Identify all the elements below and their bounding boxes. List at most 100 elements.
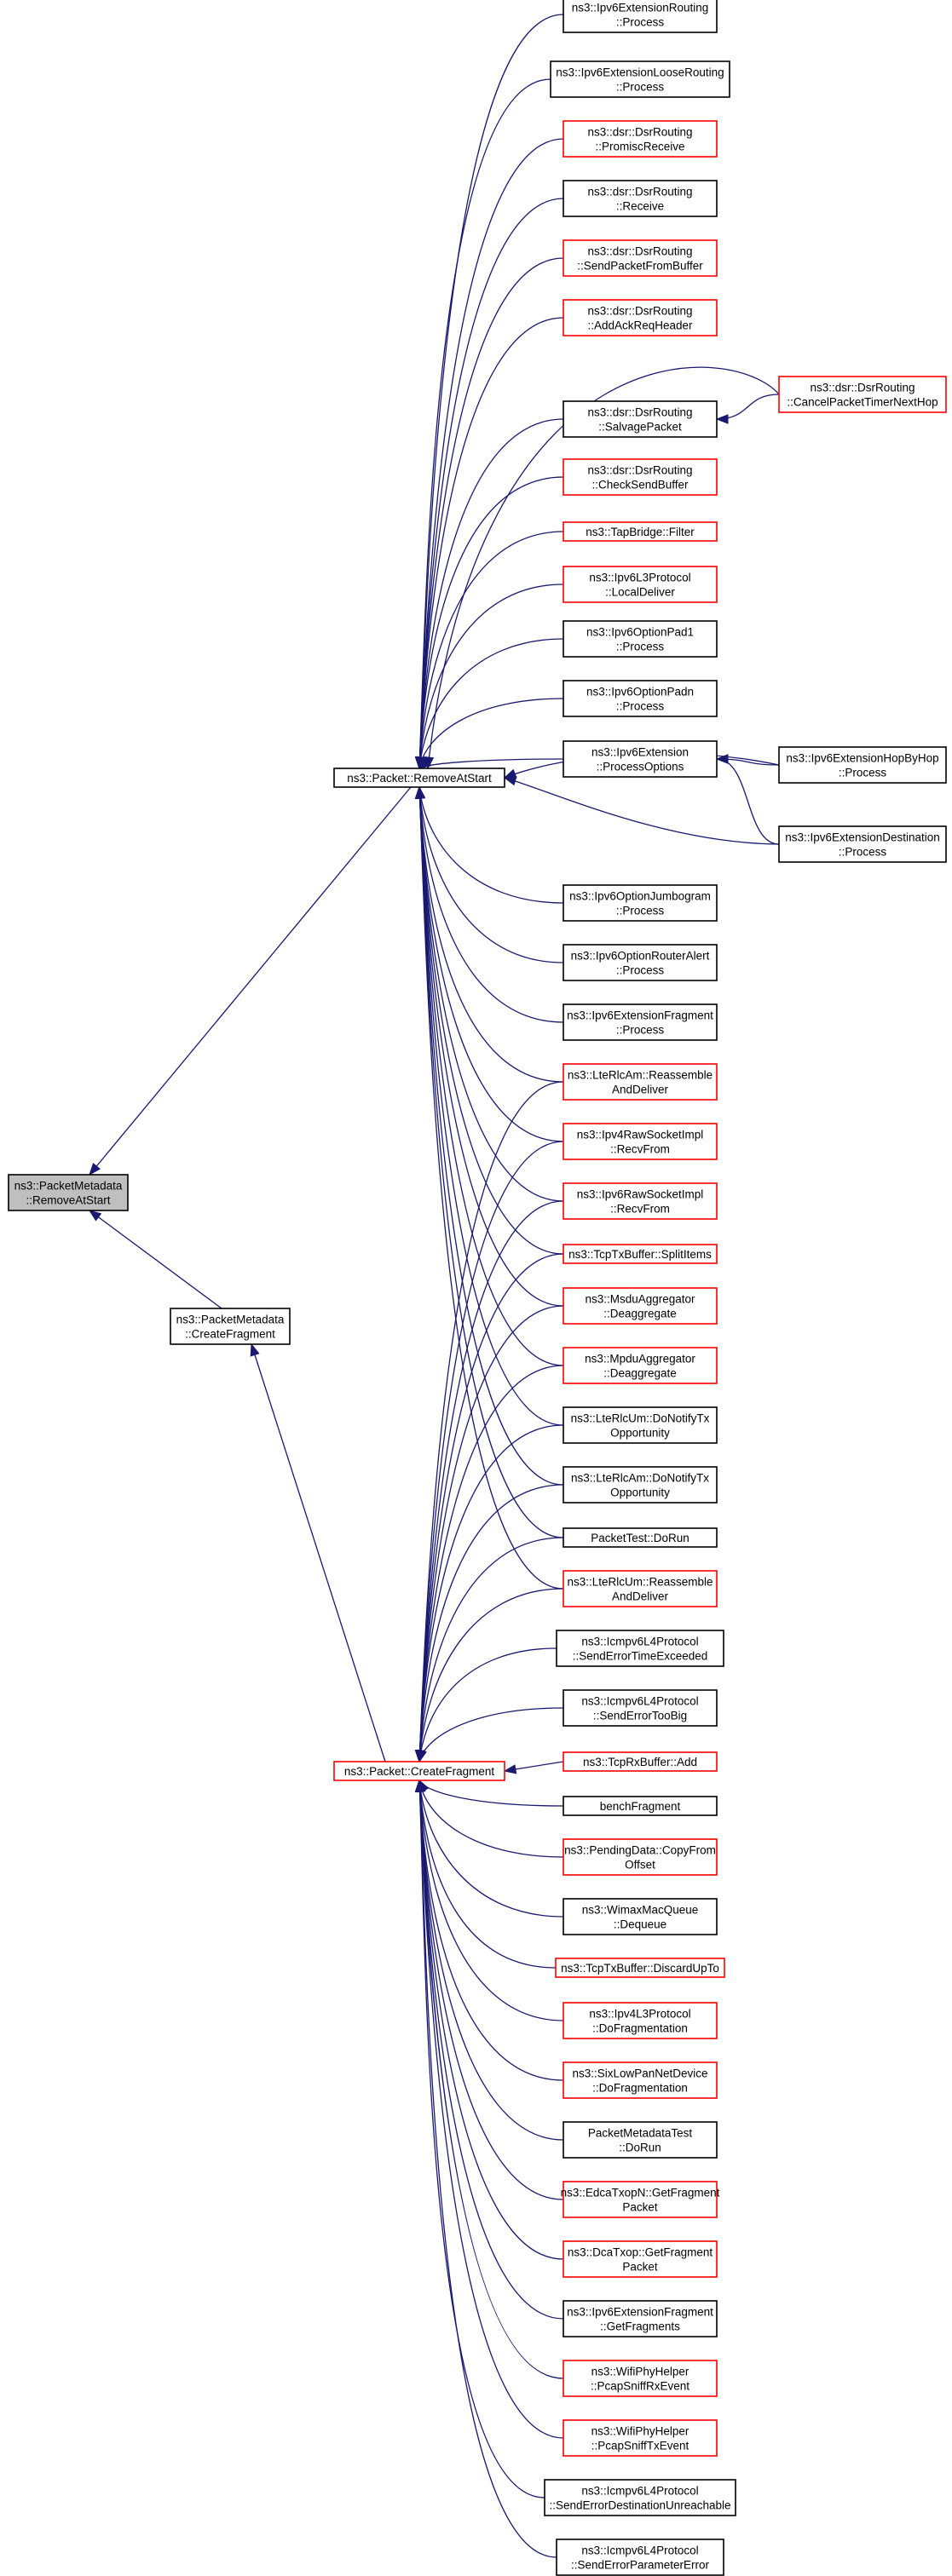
node-r12[interactable]: ns3::Ipv6Extension::ProcessOptions (563, 740, 718, 778)
node-c13[interactable]: ns3::WifiPhyHelper::PcapSniffRxEvent (563, 2360, 718, 2397)
node-r10[interactable]: ns3::Ipv6OptionPad1::Process (563, 620, 718, 658)
node-label: ns3::Icmpv6L4Protocol (581, 2544, 698, 2557)
node-label: ::LocalDeliver (605, 586, 675, 599)
edge-line (418, 1780, 564, 2141)
node-m5[interactable]: ns3::MpduAggregator::Deaggregate (563, 1347, 718, 1384)
node-label: ::Process (616, 700, 665, 713)
node-label: ns3::PendingData::CopyFrom (564, 1844, 716, 1857)
node-r7[interactable]: ns3::dsr::DsrRouting::CheckSendBuffer (563, 458, 718, 496)
node-f2[interactable]: ns3::Ipv6ExtensionDestination::Process (778, 825, 947, 863)
node-r1[interactable]: ns3::Ipv6ExtensionLooseRouting::Process (550, 60, 730, 98)
node-m3[interactable]: ns3::TcpTxBuffer::SplitItems (563, 1244, 718, 1264)
node-r5[interactable]: ns3::dsr::DsrRouting::AddAckReqHeader (563, 299, 718, 336)
node-label: ::ProcessOptions (597, 761, 684, 773)
node-c0[interactable]: ns3::Icmpv6L4Protocol::SendErrorTimeExce… (556, 1630, 724, 1667)
node-label: ::GetFragments (600, 2320, 680, 2333)
node-r15[interactable]: ns3::Ipv6ExtensionFragment::Process (563, 1003, 718, 1041)
edge-m7-to-p_ras (414, 785, 564, 1486)
edge-m9-to-p_cf (415, 1588, 564, 1763)
node-label: ::Process (616, 1024, 665, 1037)
node-m8[interactable]: PacketTest::DoRun (563, 1527, 718, 1548)
node-r13[interactable]: ns3::Ipv6OptionJumbogram::Process (563, 884, 718, 922)
edge-m2-to-p_cf (414, 1200, 564, 1763)
node-box (563, 1406, 718, 1444)
node-m2[interactable]: ns3::Ipv6RawSocketImpl::RecvFrom (563, 1182, 718, 1220)
node-label: ns3::LteRlcUm::Reassemble (567, 1576, 713, 1589)
edge-line (716, 758, 780, 845)
node-m1[interactable]: ns3::Ipv4RawSocketImpl::RecvFrom (563, 1123, 718, 1160)
arrow-head (715, 754, 729, 764)
node-label: ::Process (616, 905, 665, 917)
edge-line (418, 1253, 564, 1762)
edge-line (418, 786, 564, 904)
node-r8[interactable]: ns3::TapBridge::Filter (563, 521, 718, 542)
node-f1[interactable]: ns3::Ipv6ExtensionHopByHop::Process (778, 746, 947, 784)
edge-line (418, 1484, 564, 1762)
edge-m6-to-p_ras (414, 785, 564, 1426)
node-r9[interactable]: ns3::Ipv6L3Protocol::LocalDeliver (563, 566, 718, 603)
node-pm_cf[interactable]: ns3::PacketMetadata::CreateFragment (170, 1308, 291, 1345)
node-box (563, 1689, 718, 1727)
edge-line (418, 1305, 564, 1762)
node-box (563, 120, 718, 158)
node-label: ns3::Ipv6ExtensionFragment (567, 1009, 713, 1022)
node-box (563, 1063, 718, 1101)
edge-line (418, 317, 564, 769)
edge-c14-to-p_cf (414, 1779, 564, 2439)
edge-line (251, 1343, 386, 1762)
node-r3[interactable]: ns3::dsr::DsrRouting::Receive (563, 180, 718, 217)
node-c1[interactable]: ns3::Icmpv6L4Protocol::SendErrorTooBig (563, 1689, 718, 1727)
node-label: benchFragment (600, 1800, 681, 1813)
node-label: ns3::Ipv6Extension (591, 746, 689, 759)
edge-line (418, 1780, 564, 1807)
node-label: ::Process (839, 767, 887, 779)
node-box (563, 521, 718, 542)
node-box (563, 1287, 718, 1325)
node-p_cf[interactable]: ns3::Packet::CreateFragment (333, 1761, 505, 1781)
node-p_ras[interactable]: ns3::Packet::RemoveAtStart (333, 768, 505, 788)
node-c7[interactable]: ns3::Ipv4L3Protocol::DoFragmentation (563, 2002, 718, 2039)
node-r2[interactable]: ns3::dsr::DsrRouting::PromiscReceive (563, 120, 718, 158)
node-c2[interactable]: ns3::TcpRxBuffer::Add (563, 1751, 718, 1772)
node-label: ::Process (616, 81, 665, 94)
edge-line (418, 1780, 557, 2558)
node-box (544, 2479, 736, 2516)
node-r0[interactable]: ns3::Ipv6ExtensionRouting::Process (563, 0, 718, 33)
node-r4[interactable]: ns3::dsr::DsrRouting::SendPacketFromBuff… (563, 239, 718, 277)
node-label: ns3::LteRlcUm::DoNotifyTx (571, 1412, 710, 1425)
edge-line (418, 786, 564, 1083)
arrow-head (88, 1210, 102, 1222)
node-box (563, 2240, 718, 2278)
node-c9[interactable]: PacketMetadataTest::DoRun (563, 2121, 718, 2159)
node-c12[interactable]: ns3::Ipv6ExtensionFragment::GetFragments (563, 2300, 718, 2337)
node-box (563, 740, 718, 778)
edge-m3-to-p_cf (414, 1253, 564, 1763)
node-r14[interactable]: ns3::Ipv6OptionRouterAlert::Process (563, 944, 718, 981)
node-m4[interactable]: ns3::MsduAggregator::Deaggregate (563, 1287, 718, 1325)
node-r6[interactable]: ns3::dsr::DsrRouting::SalvagePacket (563, 400, 718, 438)
node-box (550, 60, 730, 98)
edge-c2-to-p_cf (503, 1761, 564, 1774)
node-c15[interactable]: ns3::Icmpv6L4Protocol::SendErrorDestinat… (544, 2479, 736, 2516)
node-r11[interactable]: ns3::Ipv6OptionPadn::Process (563, 680, 718, 717)
node-c3[interactable]: benchFragment (563, 1796, 718, 1816)
node-c8[interactable]: ns3::SixLowPanNetDevice::DoFragmentation (563, 2061, 718, 2099)
node-c16[interactable]: ns3::Icmpv6L4Protocol::SendErrorParamete… (556, 2539, 724, 2576)
node-label: ns3::dsr::DsrRouting (587, 126, 692, 139)
edge-line (418, 1780, 557, 1969)
node-label: Opportunity (610, 1427, 670, 1440)
node-c14[interactable]: ns3::WifiPhyHelper::PcapSniffTxEvent (563, 2419, 718, 2457)
node-label: ns3::Ipv6ExtensionLooseRouting (556, 66, 724, 79)
node-f0[interactable]: ns3::dsr::DsrRouting::CancelPacketTimerN… (778, 376, 947, 413)
edge-r10-to-p_ras (415, 638, 564, 770)
node-c6[interactable]: ns3::TcpTxBuffer::DiscardUpTo (555, 1958, 725, 1978)
node-c5[interactable]: ns3::WimaxMacQueue::Dequeue (563, 1898, 718, 1935)
node-label: ::SendErrorDestinationUnreachable (549, 2499, 730, 2512)
